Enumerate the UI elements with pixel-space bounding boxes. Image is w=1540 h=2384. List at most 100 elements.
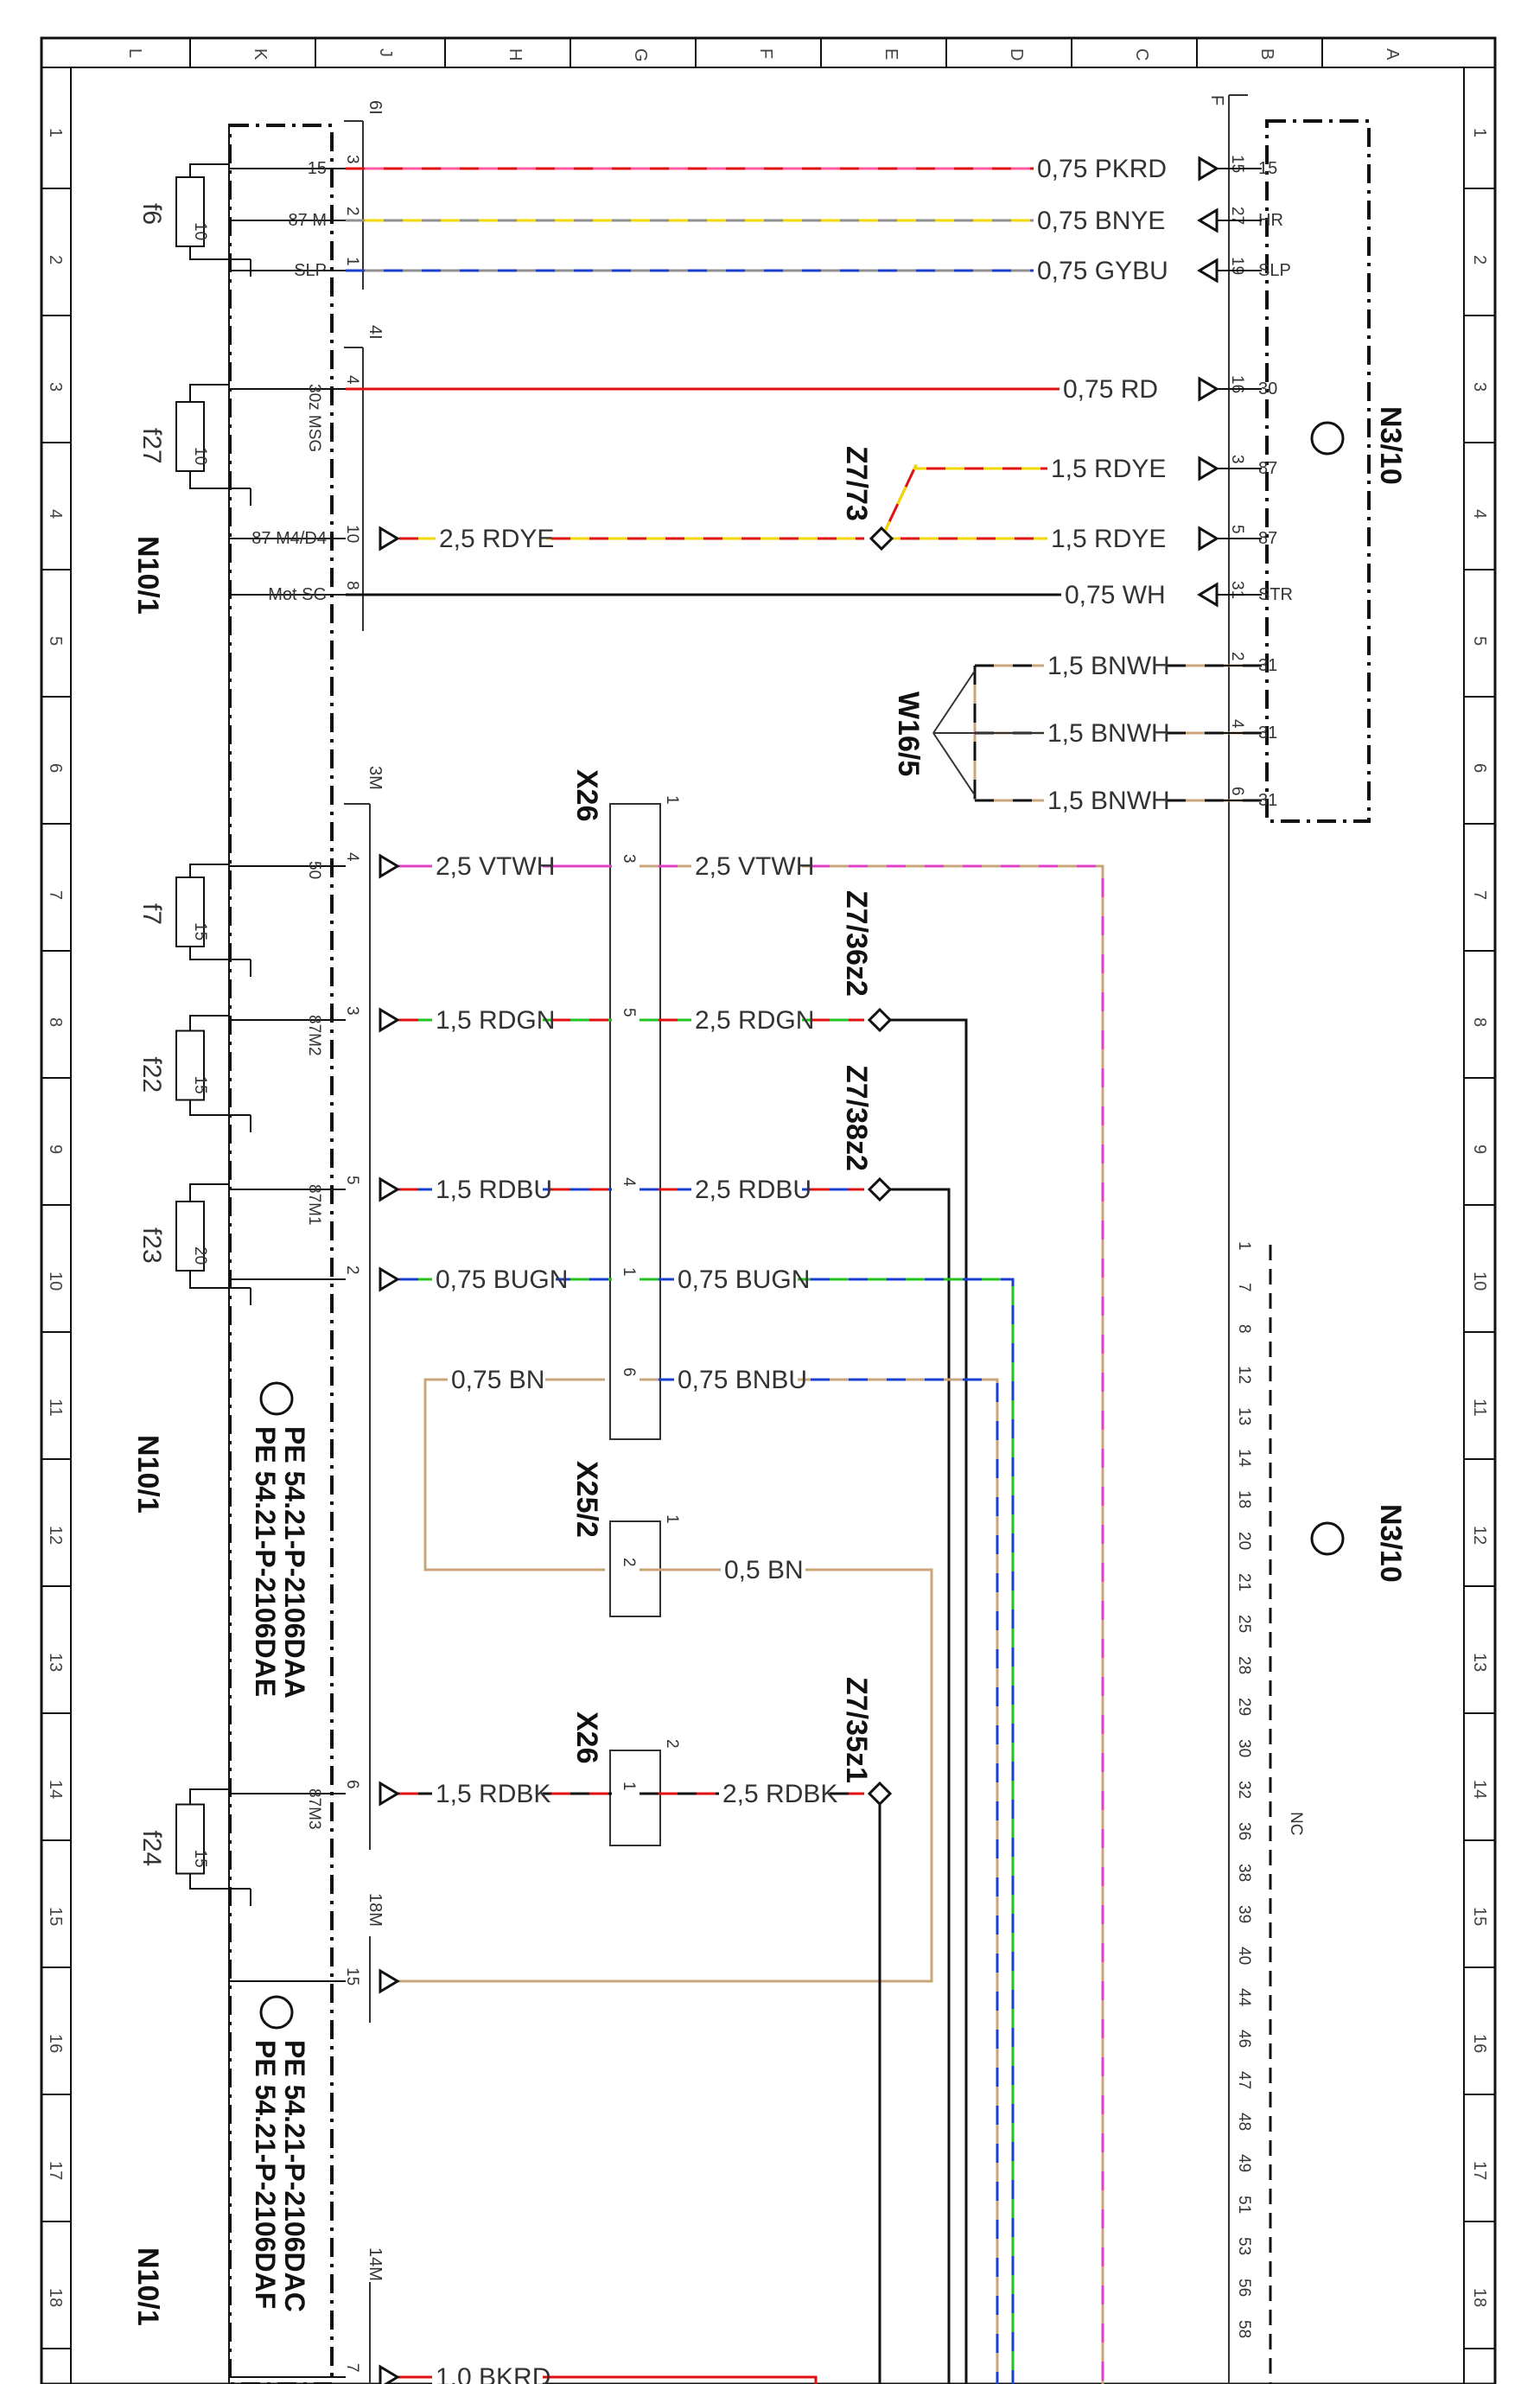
wire-label-bg-15 <box>432 1170 543 1200</box>
n3-pin-46: 46 <box>1235 2030 1253 2048</box>
grid-row-right-9: 9 <box>1470 1144 1489 1154</box>
connector-18m: 18M <box>366 1893 385 1927</box>
arrow-87a <box>1198 456 1219 481</box>
arrow-left-1 <box>379 853 400 879</box>
grid-row-right-8: 8 <box>1470 1017 1489 1027</box>
wire-36z2-out <box>880 1018 968 2384</box>
signal-right-1: HR <box>1258 211 1283 230</box>
wire-label-bg-10 <box>1044 781 1155 811</box>
splice-z7-38z2 <box>867 1176 893 1202</box>
wire-label-20: 0,75 BNBU <box>678 1366 807 1394</box>
pin-left-2: 1 <box>343 257 361 266</box>
fuse-name-f6: f6 <box>137 203 166 225</box>
wire-label-9: 1,5 BNWH <box>1047 719 1170 748</box>
x26-pin-1: 5 <box>620 1008 638 1017</box>
grid-row-right-18: 18 <box>1470 2288 1489 2307</box>
n3-pin-49: 49 <box>1235 2154 1253 2172</box>
wire-label-bg-4 <box>1047 449 1158 479</box>
fuse-name-f22: f22 <box>137 1057 166 1093</box>
nc-label: NC <box>1287 1812 1305 1835</box>
fuse-rating-f6: 10 <box>191 222 209 240</box>
signal-right-3: 30 <box>1258 379 1277 398</box>
label-n10-1-c: N10/1 <box>131 2247 164 2326</box>
signal-left-9: 87M3 <box>305 1788 323 1830</box>
grid-row-left-5: 5 <box>46 636 65 646</box>
grid-row-right-4: 4 <box>1470 509 1489 519</box>
label-n3-10-a: N3/10 <box>1374 406 1407 485</box>
wire-rdye-1-stripe <box>880 464 1063 539</box>
wire-label-bg-22 <box>432 1775 543 1804</box>
fuse-f23 <box>175 1201 205 1272</box>
wire-label-18: 0,75 BUGN <box>678 1265 810 1294</box>
grid-row-left-15: 15 <box>46 1907 65 1926</box>
wire-label-bg-14 <box>691 1001 802 1030</box>
wire-label-bg-16 <box>691 1170 802 1200</box>
pin-left-0: 3 <box>343 155 361 164</box>
n3-pin-32: 32 <box>1235 1781 1253 1799</box>
arrow-15 <box>1198 156 1219 182</box>
wire-label-24: 1,0 BKRD <box>436 2363 550 2384</box>
x26-pin-4: 6 <box>620 1367 638 1377</box>
wire-label-bg-18 <box>674 1260 798 1290</box>
pin-left-9: 2 <box>343 1265 361 1275</box>
n3-pin-39: 39 <box>1235 1905 1253 1923</box>
connector-3m: 3M <box>366 766 385 790</box>
label-z7-73: Z7/73 <box>840 446 873 521</box>
fuse-f27 <box>175 401 205 472</box>
grid-col-J: J <box>376 48 395 57</box>
wire-bugn-r-stripe <box>640 1278 1015 2384</box>
pin-left-4: 10 <box>343 525 361 543</box>
splice-z7-36z2 <box>867 1007 893 1033</box>
signal-left-1: 87 M <box>289 211 327 230</box>
fuse-name-f27: f27 <box>137 428 166 464</box>
arrow-left-3 <box>379 1176 400 1202</box>
arrow-left-0 <box>379 526 400 551</box>
pin-right-5: 5 <box>1228 525 1246 534</box>
wire-label-bg-2 <box>1034 252 1157 281</box>
wire-38z2-out <box>880 1188 951 2384</box>
label-n10-1-b: N10/1 <box>131 1435 164 1514</box>
grid-row-right-13: 13 <box>1470 1653 1489 1672</box>
wire-bnbu-stripe <box>640 1378 999 2384</box>
pin-right-4: 3 <box>1228 455 1246 464</box>
grid-row-right-6: 6 <box>1470 763 1489 773</box>
fuse-f24 <box>175 1803 205 1875</box>
transistor-icon-right-1 <box>1310 1521 1345 1556</box>
wire-label-bg-3 <box>1060 370 1157 399</box>
arrow-left-5 <box>379 1781 400 1807</box>
wire-label-bg-19 <box>448 1361 545 1390</box>
wire-label-7: 0,75 WH <box>1065 581 1166 609</box>
n3-pin-1: 1 <box>1235 1241 1253 1251</box>
fuse-rating-f23: 20 <box>191 1246 209 1265</box>
label-x25-2: X25/2 <box>570 1461 603 1538</box>
transistor-icon-right-0 <box>1310 421 1345 456</box>
grid-row-left-13: 13 <box>46 1653 65 1672</box>
grid-col-L: L <box>125 48 144 58</box>
fuse-name-f23: f23 <box>137 1227 166 1264</box>
pin-right-0: 15 <box>1228 155 1246 173</box>
wire-label-bg-11 <box>432 847 543 876</box>
splice-z7-73 <box>869 526 894 551</box>
grid-col-B: B <box>1257 48 1276 60</box>
grid-row-right-17: 17 <box>1470 2161 1489 2180</box>
x26b-pin-0: 1 <box>620 1782 638 1791</box>
n3-pin-30: 30 <box>1235 1739 1253 1757</box>
grid-row-left-14: 14 <box>46 1780 65 1799</box>
signal-left-4: 87 M4/D4 <box>251 529 327 548</box>
wire-label-0: 0,75 PKRD <box>1037 155 1167 183</box>
fuse-name-f24: f24 <box>137 1831 166 1867</box>
grid-col-H: H <box>506 48 525 61</box>
transistor-icon-left-1 <box>259 1995 294 2030</box>
n3-pin-44: 44 <box>1235 1988 1253 2007</box>
w16-5-splice <box>932 670 1046 796</box>
wire-label-bg-12 <box>691 847 802 876</box>
grid-row-right-10: 10 <box>1470 1272 1489 1291</box>
grid-row-left-1: 1 <box>46 128 65 137</box>
wire-rdye-1 <box>880 464 1063 539</box>
grid-row-right-3: 3 <box>1470 382 1489 392</box>
wire-bugn-r <box>640 1278 1015 2384</box>
